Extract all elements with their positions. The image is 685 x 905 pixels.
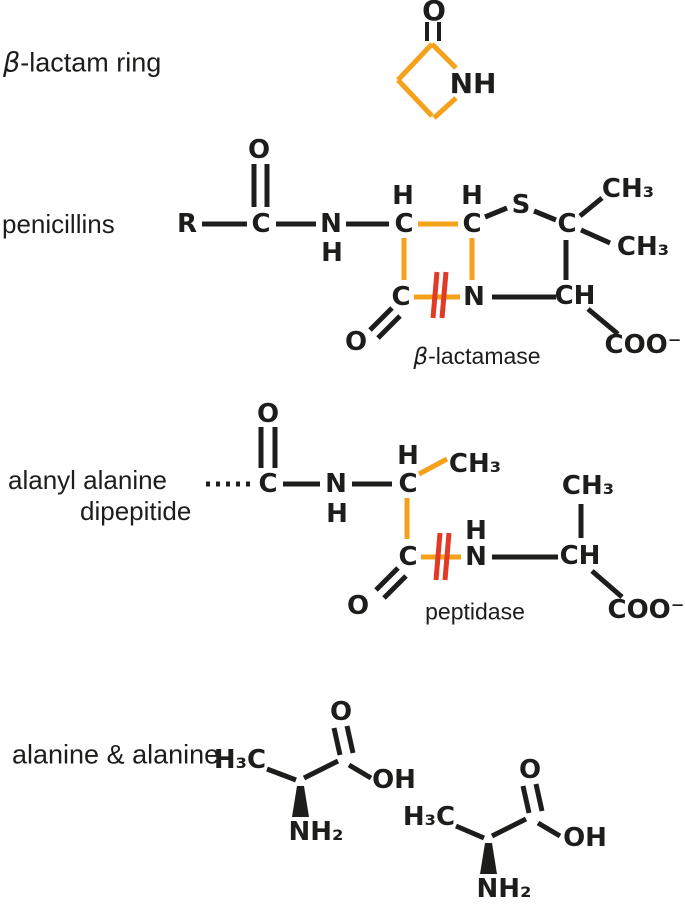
enzyme-label-beta-lactamase: β-lactamase bbox=[413, 343, 541, 370]
section-label-dipepitide: dipepitide bbox=[80, 496, 192, 526]
atom-O: O bbox=[344, 327, 368, 357]
atom-H: H bbox=[397, 441, 419, 471]
section-label-beta-lactam-ring: β-lactam ring bbox=[3, 47, 162, 79]
atom-N: N bbox=[320, 209, 342, 239]
atom-CH: CH bbox=[554, 281, 596, 311]
atom-H3C: H₃C bbox=[402, 802, 456, 832]
atom-NH2: NH₂ bbox=[288, 817, 344, 847]
atom-OH: OH bbox=[563, 823, 607, 853]
atom-N: N bbox=[463, 282, 485, 312]
atom-H3C: H₃C bbox=[213, 745, 267, 775]
atom-H: H bbox=[321, 238, 343, 268]
atom-CH3: CH₃ bbox=[616, 232, 670, 262]
atom-OH: OH bbox=[372, 765, 416, 795]
atom-COO-minus: COO⁻ bbox=[607, 595, 685, 625]
atom-C: C bbox=[462, 209, 482, 239]
atom-C: C bbox=[398, 542, 418, 572]
atom-NH: NH bbox=[449, 67, 497, 100]
atom-H: H bbox=[461, 181, 483, 211]
beta-lactam-ring-bonds bbox=[396, 22, 458, 120]
atom-H: H bbox=[326, 499, 348, 529]
atom-S: S bbox=[511, 190, 531, 220]
atom-CH3: CH₃ bbox=[561, 471, 615, 501]
atom-H: H bbox=[465, 516, 487, 546]
atom-CH: CH bbox=[559, 541, 601, 571]
atom-COO-minus: COO⁻ bbox=[604, 330, 682, 360]
alanine-2-bonds bbox=[455, 783, 562, 874]
atom-CH3: CH₃ bbox=[601, 174, 655, 204]
atom-N: N bbox=[325, 469, 347, 499]
atom-H: H bbox=[392, 181, 414, 211]
dipeptide-bonds bbox=[206, 427, 624, 600]
atom-C: C bbox=[251, 209, 271, 239]
atom-CH3: CH₃ bbox=[448, 449, 502, 479]
beta-symbol: β bbox=[3, 47, 21, 79]
atom-C: C bbox=[394, 209, 414, 239]
atom-O: O bbox=[346, 591, 370, 621]
atom-O: O bbox=[247, 135, 271, 165]
section-label-alanine-and-alanine: alanine & alanine bbox=[12, 739, 220, 770]
atom-C: C bbox=[557, 209, 577, 239]
atom-O: O bbox=[256, 399, 280, 429]
atom-N: N bbox=[465, 542, 487, 572]
penicillin-bonds bbox=[202, 164, 620, 340]
section-label-alanyl-alanine: alanyl alanine bbox=[8, 465, 168, 495]
section-label-penicillins: penicillins bbox=[2, 209, 115, 239]
atom-O: O bbox=[329, 697, 353, 727]
atom-C: C bbox=[398, 469, 418, 499]
atom-O: O bbox=[422, 0, 446, 27]
atom-O: O bbox=[518, 755, 542, 785]
atom-C: C bbox=[258, 469, 278, 499]
atom-C: C bbox=[391, 282, 411, 312]
alanine-1-bonds bbox=[266, 725, 373, 817]
enzyme-label-peptidase: peptidase bbox=[425, 598, 525, 625]
atom-R: R bbox=[176, 209, 198, 239]
beta-symbol: β bbox=[413, 344, 429, 370]
atom-NH2: NH₂ bbox=[476, 874, 532, 904]
